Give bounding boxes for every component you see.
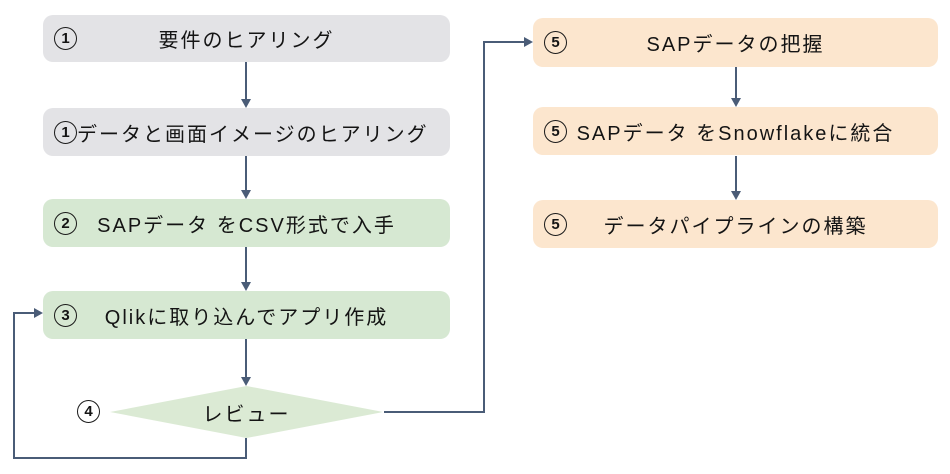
node-data-pipeline-build: 5 データパイプラインの構築 <box>533 200 938 248</box>
node-sap-snowflake-integrate: 5 SAPデータ をSnowflakeに統合 <box>533 107 938 155</box>
step-number-badge-review: 4 <box>77 400 100 423</box>
loop-review-to-qlik <box>13 308 247 459</box>
step-number-badge: 1 <box>54 27 77 50</box>
step-number-badge: 2 <box>54 211 77 235</box>
node-hearing-requirements: 1 要件のヒアリング <box>43 15 450 62</box>
node-label: データパイプラインの構築 <box>603 215 868 238</box>
node-label: 要件のヒアリング <box>158 30 335 52</box>
step-number-badge: 5 <box>544 119 567 143</box>
node-sap-csv-acquire: 2 SAPデータ をCSV形式で入手 <box>43 199 450 247</box>
node-label: Qlikに取り込んでアプリ作成 <box>104 306 389 329</box>
step-number-badge: 1 <box>54 120 77 144</box>
node-sap-data-grasp: 5 SAPデータの把握 <box>533 18 938 67</box>
step-number-badge: 5 <box>544 31 567 54</box>
node-label: レビュー <box>202 403 291 426</box>
node-label: SAPデータ をCSV形式で入手 <box>97 214 396 237</box>
node-label: SAPデータの把握 <box>646 34 825 56</box>
node-label: SAPデータ をSnowflakeに統合 <box>576 122 895 145</box>
node-hearing-data-screen: 1 データと画面イメージのヒアリング <box>43 108 450 156</box>
node-label: データと画面イメージのヒアリング <box>77 123 429 146</box>
node-qlik-app-create: 3 Qlikに取り込んでアプリ作成 <box>43 291 450 339</box>
step-number-badge: 5 <box>544 212 567 236</box>
connector-review-to-sap-grasp <box>384 37 533 413</box>
step-number-badge: 3 <box>54 303 77 327</box>
